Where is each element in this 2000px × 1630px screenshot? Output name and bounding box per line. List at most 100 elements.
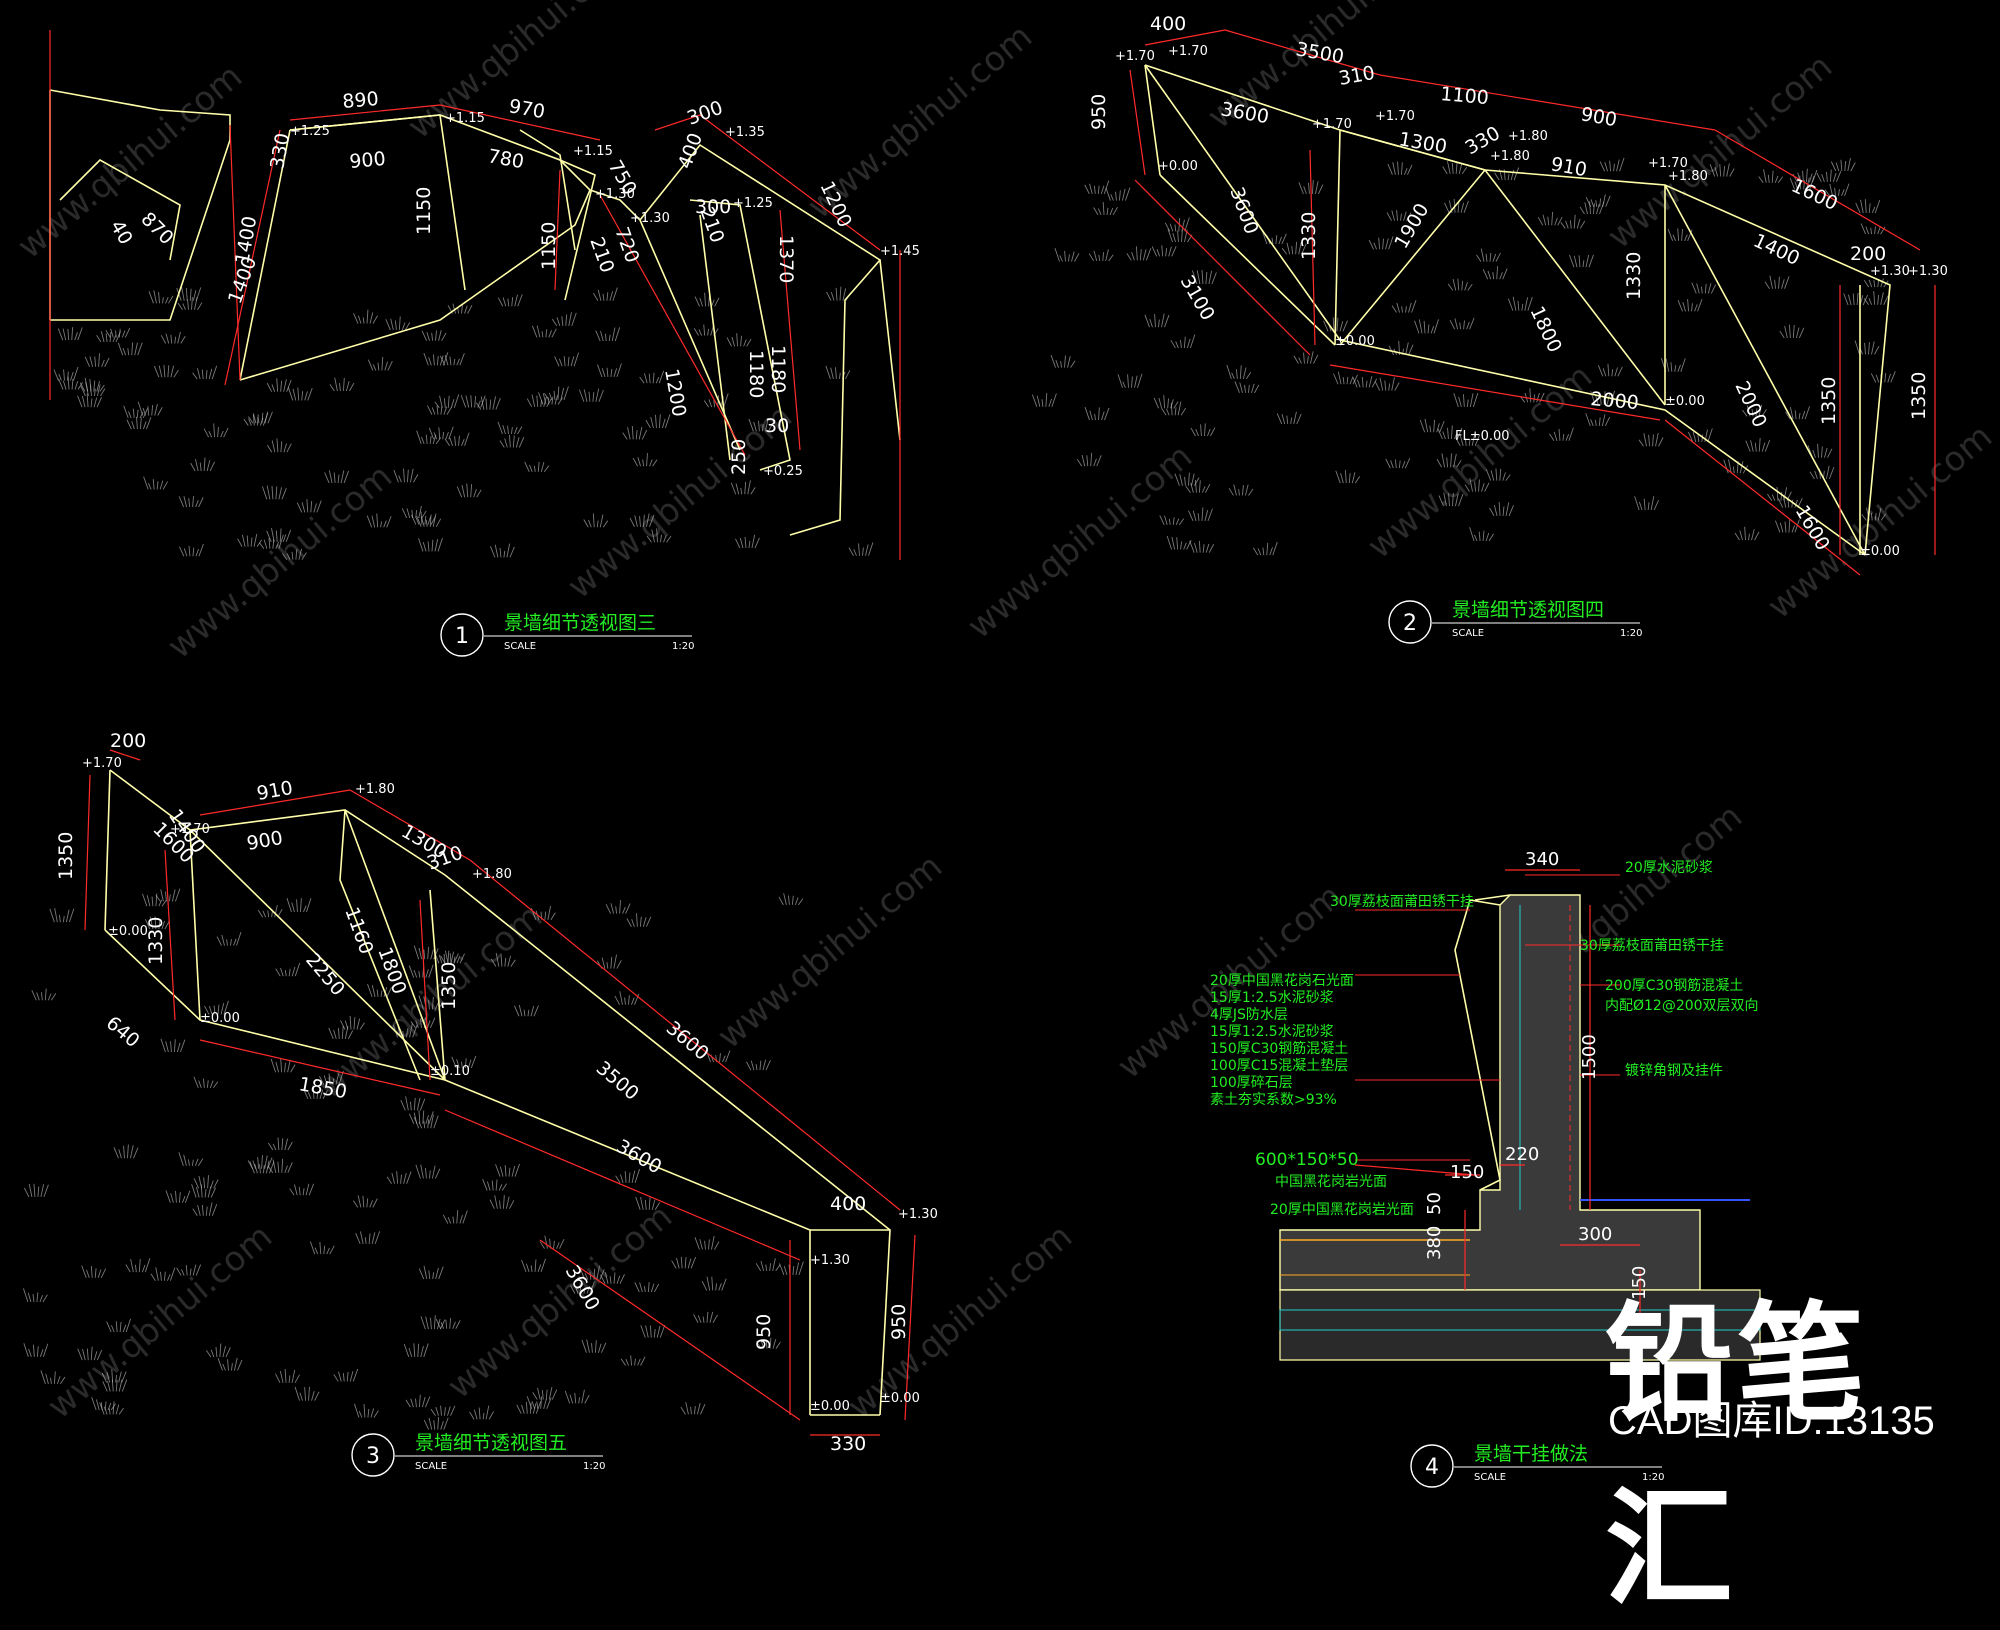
grass-tuft <box>1352 376 1378 388</box>
grass-tuft <box>490 952 516 967</box>
grass-tuft <box>1777 495 1803 508</box>
grass-tuft <box>423 1417 449 1430</box>
view-title: 景墙细节透视图三 <box>504 612 656 634</box>
grass-tuft <box>671 1256 697 1269</box>
grass-tuft <box>632 453 658 467</box>
grass-tuft <box>1437 425 1463 440</box>
grass-tuft <box>1792 168 1818 183</box>
watermark-text: www.qbihui.com <box>710 846 950 1056</box>
grass-tuft <box>1084 180 1110 195</box>
grass-tuft <box>531 325 557 338</box>
view4-material-note-left: 100厚C15混凝土垫层 <box>1210 1058 1348 1074</box>
grass-tuft <box>1084 406 1110 421</box>
grass-tuft <box>614 991 640 1005</box>
grass-tuft <box>848 542 874 556</box>
grass-tuft <box>1031 393 1057 407</box>
grass-tuft <box>746 1059 771 1071</box>
view4-dimension-label: 220 <box>1505 1144 1539 1165</box>
grass-tuft <box>516 1401 542 1414</box>
grass-tuft <box>423 352 449 366</box>
grass-tuft <box>581 1339 607 1353</box>
grass-tuft <box>248 411 273 424</box>
view4-dimension-label: 150 <box>1450 1162 1484 1183</box>
grass-tuft <box>257 904 283 918</box>
view2-level-label: +1.30 <box>1870 264 1910 279</box>
grass-tuft <box>1638 432 1664 447</box>
view-number: 3 <box>366 1444 380 1469</box>
view4-material-note-left: 20厚中国黑花岗岩光面 <box>1270 1202 1414 1218</box>
grass-tuft <box>1677 298 1703 312</box>
grass-tuft <box>756 1337 781 1349</box>
view2-dimension-label: 900 <box>1579 103 1619 131</box>
view4-material-note-left: 15厚1:2.5水泥砂浆 <box>1210 990 1334 1006</box>
grass-tuft <box>191 1184 217 1198</box>
grass-tuft <box>421 330 447 341</box>
view3-dimension-label: 950 <box>888 1304 910 1340</box>
grass-tuft <box>593 287 618 301</box>
grass-tuft <box>701 1276 727 1291</box>
grass-tuft <box>176 1264 202 1276</box>
grass-tuft <box>526 394 552 408</box>
grass-tuft <box>1117 373 1143 388</box>
grass-tuft <box>23 1343 49 1357</box>
view3-level-label: +1.70 <box>82 756 122 771</box>
grass-tuft <box>1807 443 1833 458</box>
grass-tuft <box>1863 291 1889 306</box>
grass-tuft <box>1234 381 1260 394</box>
grass-tuft <box>1298 179 1324 195</box>
grass-tuft <box>126 416 152 430</box>
grass-tuft <box>413 945 439 960</box>
grass-tuft <box>270 1058 296 1073</box>
grass-tuft <box>355 1231 381 1245</box>
grass-tuft <box>22 1288 48 1303</box>
grass-tuft <box>1164 217 1190 232</box>
grass-tuft <box>77 1346 103 1361</box>
view3-dimension-label: 400 <box>830 1193 866 1215</box>
grass-tuft <box>551 312 577 327</box>
grass-tuft <box>469 1405 494 1420</box>
view2-dimension-label: 1900 <box>1390 200 1433 253</box>
grass-tuft <box>1335 470 1361 484</box>
grass-tuft <box>645 414 671 429</box>
view2-dimension-label: 910 <box>1549 153 1589 181</box>
view3-dimension-label: 1330 <box>145 917 167 965</box>
grass-tuft <box>1723 459 1749 474</box>
grass-tuft <box>418 1265 444 1280</box>
scale-label: SCALE <box>415 1461 447 1472</box>
grass-tuft <box>1170 334 1196 349</box>
grass-tuft <box>1088 249 1114 262</box>
grass-tuft <box>1414 319 1439 334</box>
view4-dimension-label: 300 <box>1578 1224 1612 1245</box>
grass-tuft <box>84 353 110 367</box>
grass-tuft <box>1585 194 1611 208</box>
grass-tuft <box>1386 210 1412 221</box>
watermark-text: www.qbihui.com <box>960 436 1200 646</box>
view2-level-label: +0.00 <box>1158 159 1198 174</box>
grass-tuft <box>439 353 465 366</box>
grass-tuft <box>514 1004 539 1017</box>
view1-level-label: +1.30 <box>595 187 635 202</box>
view2-dimension-label: 1100 <box>1440 83 1490 109</box>
grass-tuft <box>99 1401 124 1415</box>
view-number: 2 <box>1403 611 1417 636</box>
grass-tuft <box>137 401 163 416</box>
view1-dimension-label: 300 <box>695 196 731 218</box>
grass-tuft <box>779 1261 804 1276</box>
grass-tuft <box>1105 187 1131 201</box>
grass-tuft <box>442 1210 468 1224</box>
view4-material-note-left: 100厚碎石层 <box>1210 1075 1293 1091</box>
grass-tuft <box>160 1038 186 1053</box>
view-number-circle <box>1388 600 1432 644</box>
grass-tuft <box>267 1137 293 1151</box>
view1-dimension-label: 870 <box>136 208 177 249</box>
grass-tuft <box>401 505 427 519</box>
grass-tuft <box>499 434 525 448</box>
view2-dimension-label: 1600 <box>1788 175 1841 215</box>
view1-dimension-label: 1370 <box>775 235 797 283</box>
view4-material-note-left: 30厚荔枝面莆田锈干挂 <box>1330 894 1474 910</box>
grass-tuft <box>1597 363 1623 377</box>
grass-tuft <box>460 394 486 408</box>
grass-tuft <box>155 888 181 902</box>
view1-dimension-label: 780 <box>486 145 526 173</box>
